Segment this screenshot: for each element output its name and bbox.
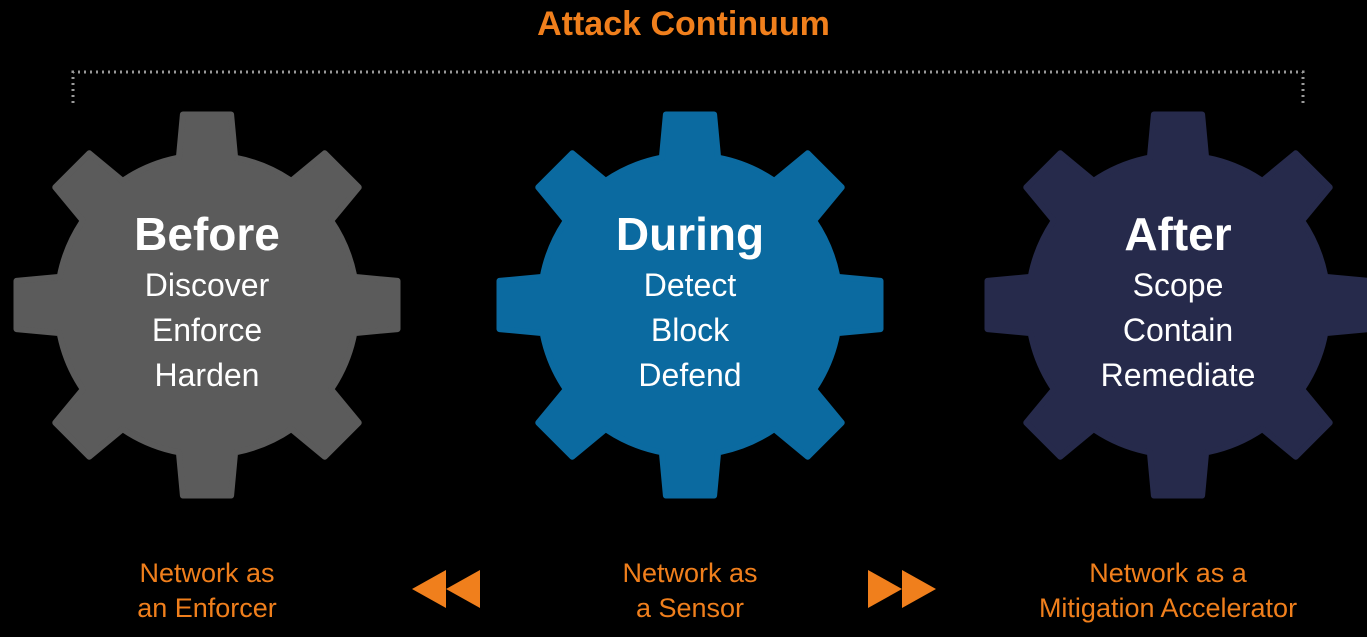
caption-line: an Enforcer [137,593,277,623]
caption-before: Network as an Enforcer [57,556,357,626]
caption-after: Network as a Mitigation Accelerator [958,556,1367,626]
gear-during: During Detect Block Defend [495,110,885,500]
phase-item: Discover [144,267,270,303]
phase-item: Defend [638,357,742,393]
phase-item: Contain [1122,312,1234,348]
double-left-arrow-icon [412,570,480,608]
continuum-bracket [71,70,1305,103]
phase-item: Scope [1132,267,1224,303]
phase-item: Harden [154,357,260,393]
phase-item: Block [650,312,730,348]
phase-item: Remediate [1100,357,1256,393]
diagram-title: Attack Continuum [537,5,830,43]
caption-line: Network as [139,558,275,588]
gear-after: After Scope Contain Remediate [983,110,1367,500]
caption-line: a Sensor [635,593,745,623]
phase-heading: Before [134,208,280,260]
phase-heading: During [615,208,765,260]
caption-during: Network as a Sensor [540,556,840,626]
gear-icon [496,111,884,499]
caption-line: Network as a [1089,558,1247,588]
gear-icon [13,111,401,499]
caption-line: Network as [622,558,758,588]
phase-item: Detect [643,267,737,303]
gear-icon [984,111,1367,499]
phase-item: Enforce [151,312,263,348]
phase-heading: After [1124,208,1232,260]
gear-before: Before Discover Enforce Harden [12,110,402,500]
double-right-arrow-icon [868,570,936,608]
caption-line: Mitigation Accelerator [1038,593,1298,623]
